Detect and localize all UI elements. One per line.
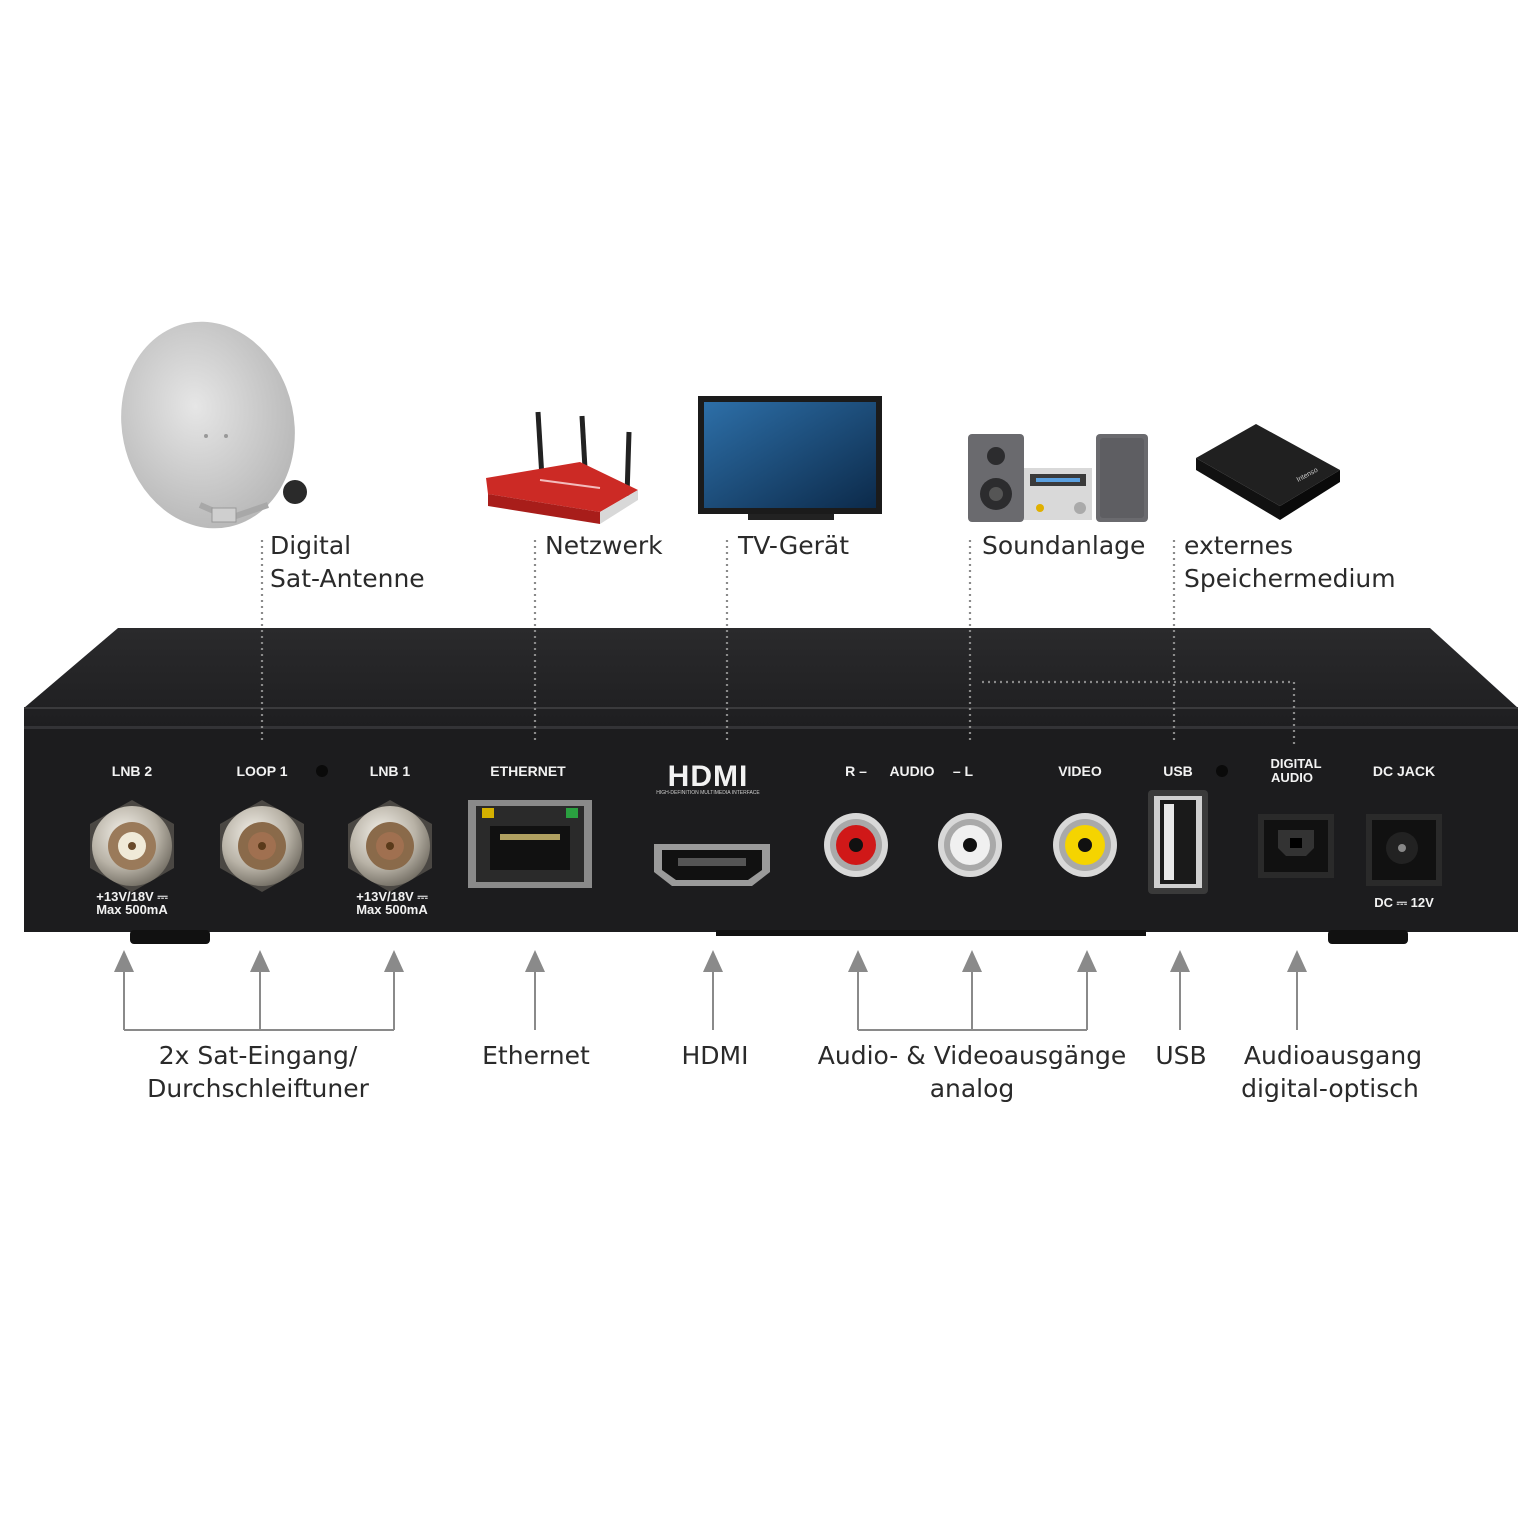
label-digital-line1: Digital <box>270 531 351 560</box>
port-label-video: VIDEO <box>1058 763 1102 779</box>
port-label-audio-optical: AUDIO <box>1271 770 1313 785</box>
led-indicator-1 <box>316 765 328 777</box>
lnb2-spec-current: Max 500mA <box>96 902 168 917</box>
hdmi-subtitle: HIGH-DEFINITION MULTIMEDIA INTERFACE <box>656 790 760 796</box>
port-label-audio-r: R – <box>845 763 867 779</box>
lnb2-spec-voltage: +13V/18V ⎓ <box>96 889 168 904</box>
loop1-port[interactable] <box>220 800 304 892</box>
label-ethernet: Ethernet <box>482 1041 590 1070</box>
top-connector-lines <box>260 540 1296 744</box>
sound-system-icon <box>968 434 1148 522</box>
label-speichermedium: Speichermedium <box>1184 564 1396 593</box>
port-label-digital: DIGITAL <box>1270 756 1321 771</box>
port-label-dc-jack: DC JACK <box>1373 763 1435 779</box>
receiver-box <box>24 628 1518 944</box>
external-hdd-icon: Intenso <box>1196 424 1340 520</box>
lnb1-spec-voltage: +13V/18V ⎓ <box>356 889 428 904</box>
lnb1-port[interactable] <box>348 800 432 892</box>
video-port[interactable] <box>1053 813 1117 877</box>
lnb1-spec-current: Max 500mA <box>356 902 428 917</box>
lnb2-port[interactable] <box>90 800 174 892</box>
port-label-usb: USB <box>1163 763 1193 779</box>
label-sat-antenne: Sat-Antenne <box>270 564 425 593</box>
bottom-connector-lines <box>114 950 1307 1031</box>
ethernet-port[interactable] <box>468 800 592 888</box>
usb-port[interactable] <box>1148 790 1208 894</box>
audio-right-port[interactable] <box>824 813 888 877</box>
port-label-lnb1: LNB 1 <box>370 763 411 779</box>
optical-audio-port[interactable] <box>1258 814 1334 878</box>
label-audioausgang: Audioausgang <box>1244 1041 1422 1070</box>
label-netzwerk: Netzwerk <box>545 531 663 560</box>
port-label-loop1: LOOP 1 <box>236 763 287 779</box>
audio-left-port[interactable] <box>938 813 1002 877</box>
port-label-audio: AUDIO <box>889 763 934 779</box>
dc-jack-port[interactable] <box>1366 814 1442 886</box>
port-label-ethernet: ETHERNET <box>490 763 566 779</box>
label-av-outputs: Audio- & Videoausgänge <box>818 1041 1126 1070</box>
label-analog: analog <box>930 1074 1015 1103</box>
label-sat-eingang: 2x Sat-Eingang/ <box>159 1041 358 1070</box>
satellite-dish-icon <box>121 321 307 529</box>
label-durchschleiftuner: Durchschleiftuner <box>147 1074 370 1103</box>
port-label-lnb2: LNB 2 <box>112 763 153 779</box>
router-icon <box>486 411 638 524</box>
label-tv-geraet: TV-Gerät <box>737 531 849 560</box>
label-hdmi: HDMI <box>682 1041 749 1070</box>
label-externes: externes <box>1184 531 1293 560</box>
hdmi-logo: HDMI <box>668 760 749 793</box>
tv-icon <box>698 396 882 520</box>
hdmi-port[interactable] <box>654 844 770 886</box>
dc-spec: DC ⎓ 12V <box>1374 895 1434 910</box>
label-usb: USB <box>1155 1041 1206 1070</box>
label-soundanlage: Soundanlage <box>982 531 1145 560</box>
led-indicator-2 <box>1216 765 1228 777</box>
label-digital-optisch: digital-optisch <box>1241 1074 1419 1103</box>
port-label-audio-l: – L <box>953 763 974 779</box>
